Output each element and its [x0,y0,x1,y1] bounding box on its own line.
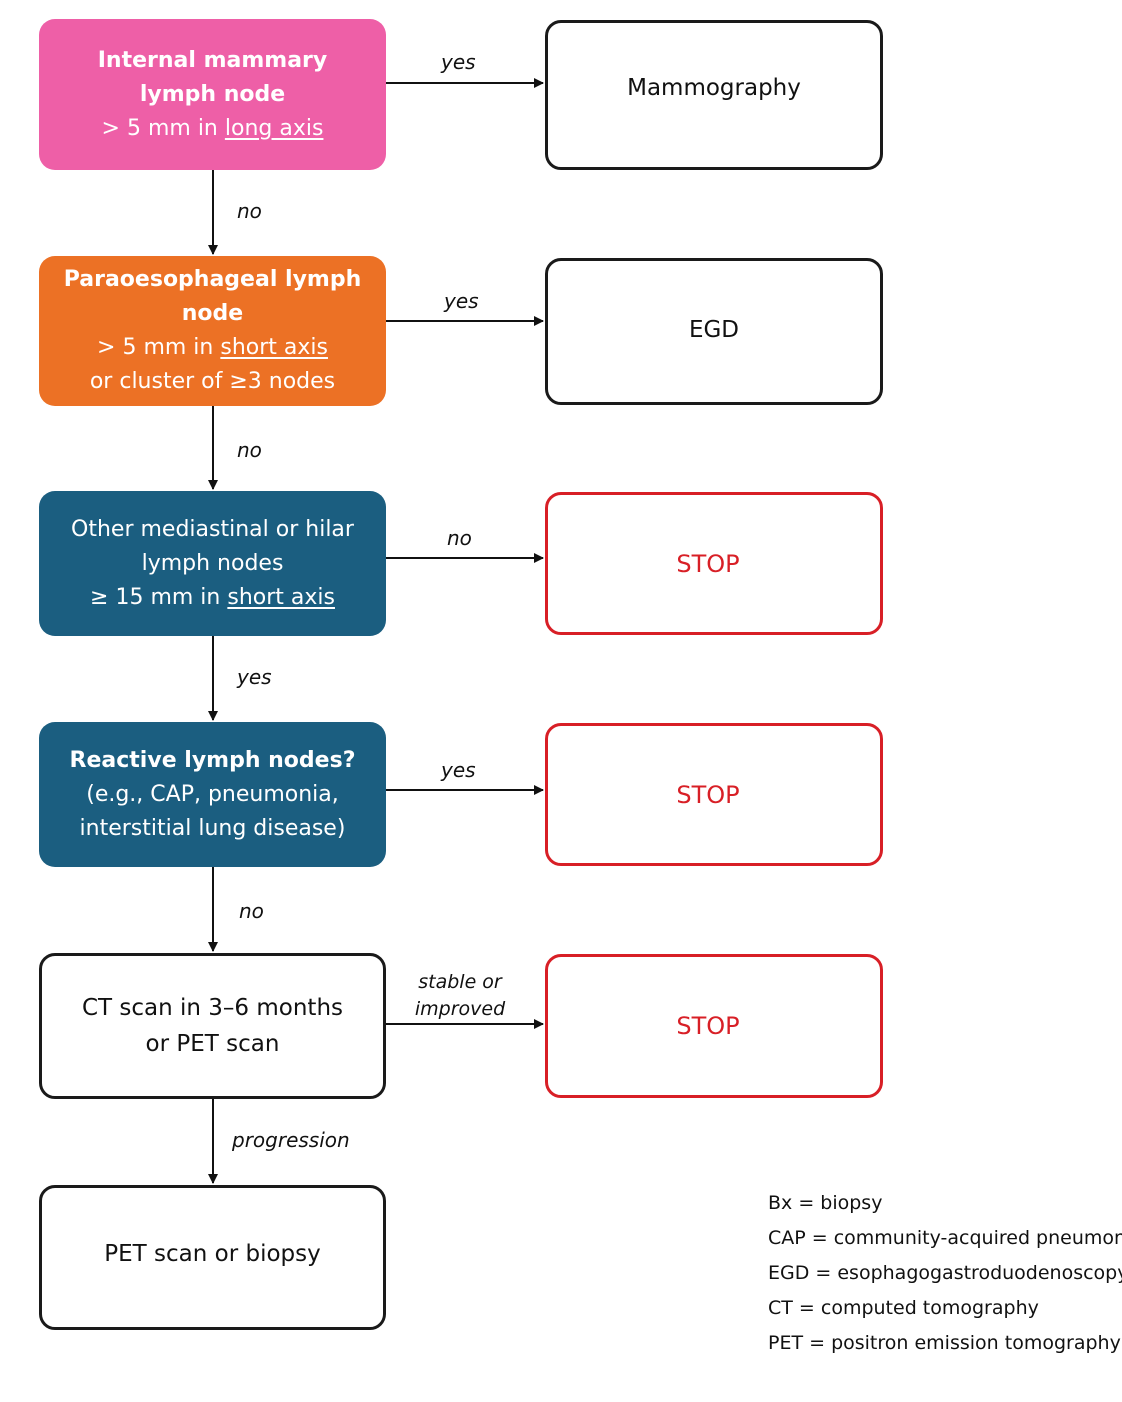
edge-label-yes-1: yes [441,50,476,74]
mediastinal-line3: ≥ 15 mm in short axis [90,581,335,615]
edge-label-stable-improved: stable or improved [406,969,514,1023]
reactive-line1: Reactive lymph nodes? [69,747,356,773]
edge-label-yes-4: yes [441,758,476,782]
mammography-node: Mammography [545,20,883,170]
paraesophageal-line2: > 5 mm in short axis [97,331,328,365]
pet-biopsy-label: PET scan or biopsy [104,1240,321,1267]
mammography-label: Mammography [627,75,801,101]
ct-scan-line1: CT scan in 3–6 months [81,995,344,1021]
paraesophageal-node: Paraoesophageal lymph node > 5 mm in sho… [39,256,386,406]
internal-mammary-line2: lymph node [139,81,286,107]
egd-label: EGD [688,316,740,343]
stop-2-label: STOP [676,780,740,809]
paraesophageal-line3: or cluster of ≥3 nodes [89,369,336,394]
edge-label-no-3: no [447,526,472,550]
stop-node-1: STOP [545,492,883,635]
legend-item: PET = positron emission tomography [768,1332,1121,1354]
paraesophageal-line2-prefix: > 5 mm in [97,335,221,360]
mediastinal-line3-prefix: ≥ 15 mm in [90,584,228,610]
internal-mammary-line3-prefix: > 5 mm in [101,115,225,141]
edge-label-progression: progression [232,1128,350,1152]
internal-mammary-line3: > 5 mm in long axis [102,112,324,146]
legend-item: CT = computed tomography [768,1297,1039,1319]
internal-mammary-line1: Internal mammary [97,47,328,73]
edge-label-improved: improved [414,998,506,1020]
legend-item: EGD = esophagogastroduodenoscopy [768,1262,1122,1284]
internal-mammary-node: Internal mammary lymph node > 5 mm in lo… [39,19,386,170]
reactive-line2: (e.g., CAP, pneumonia, [86,781,339,807]
reactive-line3: interstitial lung disease) [79,815,346,841]
stop-node-3: STOP [545,954,883,1098]
edge-label-yes-3: yes [237,665,272,689]
abbreviation-legend: Bx = biopsy CAP = community-acquired pne… [768,1186,1122,1361]
mediastinal-line1: Other mediastinal or hilar [71,516,354,542]
legend-item: Bx = biopsy [768,1192,883,1214]
internal-mammary-line3-emph: long axis [224,115,324,141]
mediastinal-line3-emph: short axis [227,584,335,610]
edge-label-no-2: no [237,438,262,462]
stop-1-label: STOP [676,549,740,578]
egd-node: EGD [545,258,883,405]
reactive-node: Reactive lymph nodes? (e.g., CAP, pneumo… [39,722,386,867]
stop-node-2: STOP [545,723,883,866]
paraesophageal-line1: Paraoesophageal lymph node [63,267,362,326]
pet-biopsy-node: PET scan or biopsy [39,1185,386,1330]
edge-label-yes-2: yes [444,289,479,313]
mediastinal-line2: lymph nodes [141,550,284,576]
edge-label-no-1: no [237,199,262,223]
paraesophageal-line2-emph: short axis [220,335,328,360]
ct-scan-node: CT scan in 3–6 months or PET scan [39,953,386,1099]
stop-3-label: STOP [676,1012,740,1040]
edge-label-stable: stable or [418,971,502,993]
mediastinal-node: Other mediastinal or hilar lymph nodes ≥… [39,491,386,636]
ct-scan-line2: or PET scan [145,1031,280,1057]
edge-label-no-4: no [239,899,264,923]
legend-item: CAP = community-acquired pneumonia [768,1227,1122,1249]
